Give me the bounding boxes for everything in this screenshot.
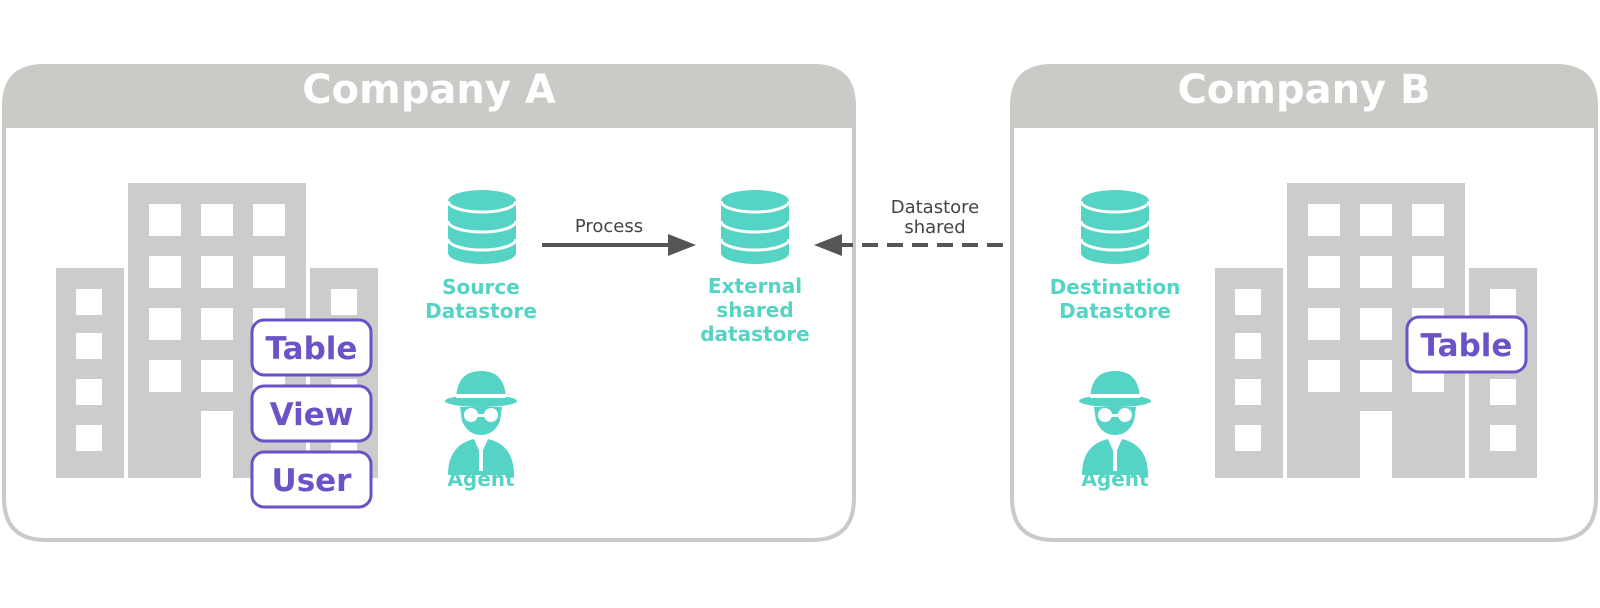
agent-label: Agent <box>447 467 515 491</box>
source-datastore-label-line1: Source <box>442 275 520 299</box>
process-arrow: Process <box>542 216 696 256</box>
source-datastore-label-line2: Datastore <box>425 299 537 323</box>
object-badge-label: Table <box>266 331 358 367</box>
company-a-panel: Company A Table View User Source Datasto… <box>2 64 856 542</box>
database-icon <box>1079 188 1151 266</box>
external-datastore-label-line2: shared <box>716 298 793 322</box>
datastore-shared-label-line2: shared <box>904 217 965 238</box>
object-badge-label: Table <box>1421 328 1513 364</box>
external-datastore-label-line3: datastore <box>700 322 810 346</box>
company-b-panel: Company B Destination Datastore Agent Ta… <box>1010 64 1598 542</box>
object-badge-view: View <box>250 384 373 443</box>
company-a-title: Company A <box>302 67 556 113</box>
datastore-shared-label-line1: Datastore <box>891 197 980 218</box>
object-badge-label: View <box>270 397 354 433</box>
object-badge-label: User <box>272 463 353 499</box>
object-badge-table: Table <box>1405 315 1528 374</box>
external-shared-datastore: External shared datastore <box>700 188 810 346</box>
agent-label: Agent <box>1081 467 1149 491</box>
database-icon <box>446 188 518 266</box>
company-b-title: Company B <box>1177 67 1430 113</box>
destination-datastore-label-line1: Destination <box>1050 275 1181 299</box>
external-datastore-label-line1: External <box>708 274 802 298</box>
destination-datastore-label-line2: Datastore <box>1059 299 1171 323</box>
object-badge-table: Table <box>250 318 373 377</box>
database-icon <box>719 188 791 266</box>
process-label: Process <box>575 216 643 237</box>
object-badge-user: User <box>250 450 373 509</box>
